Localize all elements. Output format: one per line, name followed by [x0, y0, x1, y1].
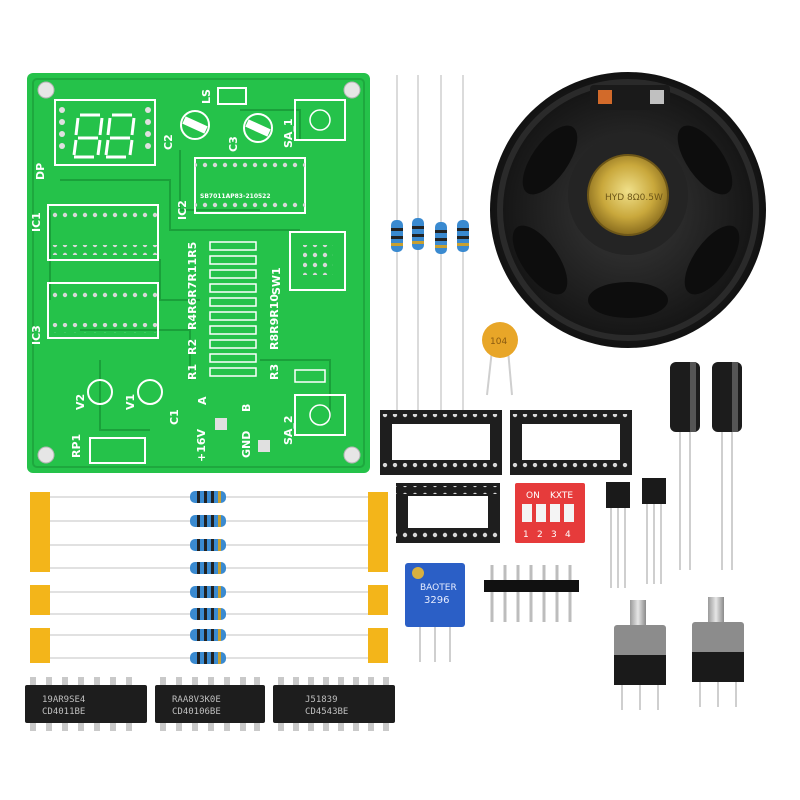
capacitor-label: 104	[490, 337, 507, 347]
chip-2-line1: RAA8V3K0E	[172, 695, 221, 705]
chip-cd4543: J51839 CD4543BE	[273, 677, 395, 731]
dip-switch-num-4: 4	[565, 530, 571, 540]
pcb-label-r3: R3	[268, 364, 281, 380]
pcb-label-r2: R2	[186, 339, 199, 355]
dip-switch-brand: KXTE	[550, 491, 573, 501]
ic-socket-16pin-left	[380, 410, 502, 475]
ceramic-capacitor: 104	[482, 322, 518, 396]
chip-3-line2: CD4543BE	[305, 707, 348, 717]
chip-1-line1: 19AR9SE4	[42, 695, 85, 705]
pcb-label-ls: LS	[200, 89, 213, 104]
pcb-label-r1: R1	[186, 364, 199, 380]
pcb-board: SB7011AP83-210522 LS C2 C3 SA_1 DP IC1 I…	[27, 73, 370, 473]
dip-switch: ON KXTE 1 2 3 4	[515, 483, 585, 543]
chip-1-line2: CD4011BE	[42, 707, 85, 717]
vertical-resistors	[391, 75, 469, 410]
dip-switch-num-2: 2	[537, 530, 543, 540]
pcb-label-c2: C2	[162, 134, 175, 150]
pcb-label-b: B	[240, 404, 253, 412]
pcb-label-gnd: GND	[240, 431, 253, 458]
pot-line1: BAOTER	[420, 583, 457, 593]
pcb-label-ic3: IC3	[30, 325, 43, 345]
chip-cd4011: 19AR9SE4 CD4011BE	[25, 677, 147, 731]
resistor-tape	[30, 491, 388, 664]
speaker: HYD 8Ω0.5W	[490, 72, 766, 348]
chip-cd40106: RAA8V3K0E CD40106BE	[155, 677, 265, 731]
pcb-label-ic1: IC1	[30, 212, 43, 232]
dip-switch-on-label: ON	[526, 491, 540, 501]
ic-socket-16pin-right	[510, 410, 632, 475]
pcb-label-sa1: SA_1	[282, 118, 295, 148]
potentiometer: BAOTER 3296	[405, 563, 465, 662]
pot-line2: 3296	[424, 595, 449, 606]
push-button-right	[692, 597, 744, 707]
transistors	[606, 478, 666, 588]
pcb-label-vin: +16V	[195, 428, 208, 462]
pcb-label-rp1: RP1	[70, 434, 83, 458]
electrolytic-capacitors	[670, 362, 742, 570]
chip-3-line1: J51839	[305, 695, 338, 705]
pcb-label-c1: C1	[168, 409, 181, 425]
dip-switch-num-1: 1	[523, 530, 529, 540]
pcb-label-v1: V1	[124, 394, 137, 410]
pcb-label-c3: C3	[227, 136, 240, 152]
pcb-label-resistors: R4R6R7R11R5	[186, 242, 199, 330]
pcb-label-ic2: IC2	[176, 200, 189, 220]
pcb-label-r8r9r10: R8R9R10	[268, 294, 281, 350]
pcb-label-dp: DP	[34, 163, 47, 180]
pcb-label-a: A	[196, 396, 209, 405]
chip-2-line2: CD40106BE	[172, 707, 221, 717]
speaker-label: HYD 8Ω0.5W	[605, 193, 663, 203]
pcb-label-sw1: SW1	[270, 267, 283, 295]
pcb-label-sa2: SA_2	[282, 415, 295, 445]
ic-socket-14pin	[396, 483, 500, 543]
pcb-code: SB7011AP83-210522	[200, 193, 271, 200]
pin-header	[484, 565, 579, 622]
push-button-left	[614, 600, 666, 710]
pcb-label-v2: V2	[74, 394, 87, 410]
dip-switch-num-3: 3	[551, 530, 557, 540]
